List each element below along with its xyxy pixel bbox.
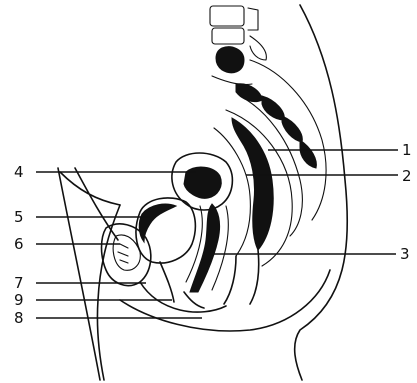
label-8: 8 xyxy=(14,309,24,327)
label-3: 3 xyxy=(400,245,410,263)
abdominal-wall xyxy=(97,205,120,380)
label-9: 9 xyxy=(14,291,24,309)
label-1: 1 xyxy=(402,141,412,159)
vaginal-opening xyxy=(184,292,204,308)
urethra xyxy=(160,262,174,302)
anal-region xyxy=(224,250,259,304)
label-7: 7 xyxy=(14,274,24,292)
label-2: 2 xyxy=(402,167,412,185)
label-4: 4 xyxy=(14,163,24,181)
label-6: 6 xyxy=(14,235,24,253)
label-5: 5 xyxy=(14,208,24,226)
rectum xyxy=(232,118,273,250)
thigh-line xyxy=(58,168,100,380)
